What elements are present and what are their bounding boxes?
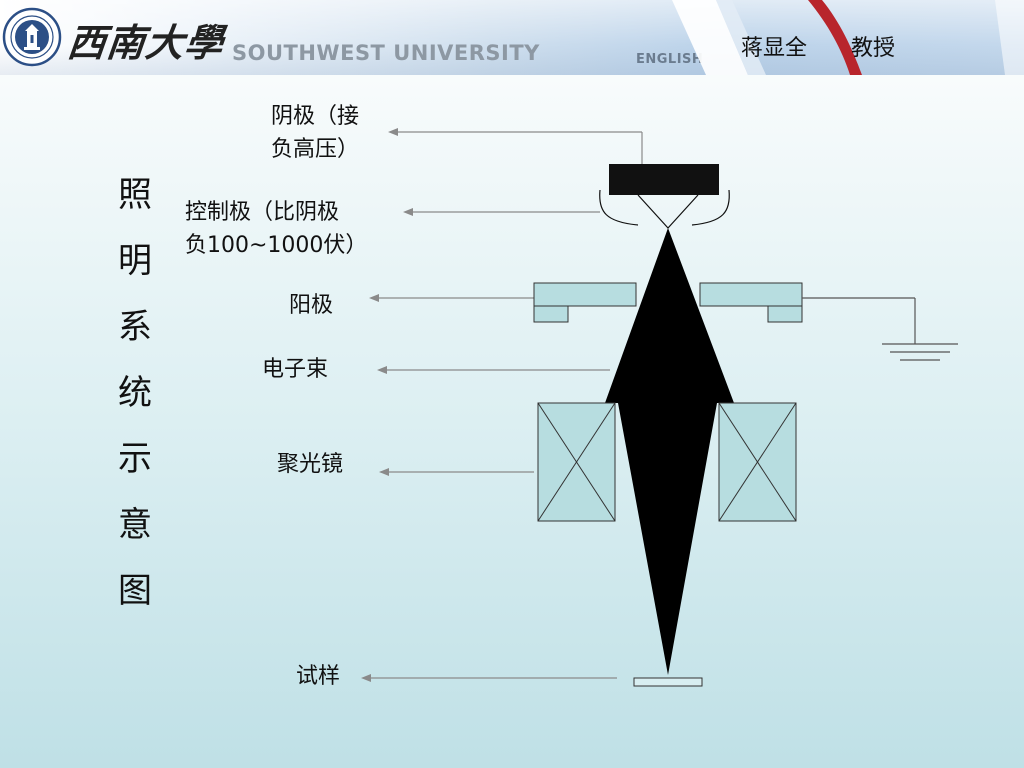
cathode [609, 164, 719, 195]
condenser-lens-left [537, 402, 616, 522]
anode-left-lip [533, 305, 569, 323]
english-link[interactable]: ENGLISH [636, 52, 704, 67]
label-anode: 阳极 [289, 293, 334, 318]
anode-left [533, 282, 637, 307]
title-char: 示 [118, 439, 152, 479]
header-swoosh [672, 0, 1024, 75]
anode-right [699, 282, 803, 307]
title-char: 系 [118, 307, 152, 347]
ground-icon [802, 297, 958, 361]
cathode-pointer [388, 128, 643, 165]
brand-name-english: SOUTHWEST UNIVERSITY [232, 41, 540, 65]
specimen-pointer [361, 674, 617, 682]
condenser-lens-right [718, 402, 797, 522]
condenser-pointer [379, 468, 534, 476]
electron-beam [605, 228, 734, 675]
beam-pointer [377, 366, 610, 374]
slide-title-vertical: 照 明 系 统 示 意 图 [112, 162, 158, 624]
label-condenser: 聚光镜 [277, 452, 344, 477]
author-name: 蒋显全 [741, 36, 808, 61]
label-control-grid: 控制极（比阴极 负100~1000伏） [185, 200, 368, 258]
title-char: 照 [118, 175, 152, 215]
label-electron-beam: 电子束 [262, 357, 329, 382]
title-char: 统 [118, 373, 152, 413]
specimen-plate [633, 677, 703, 687]
header-banner: 西南大學 SOUTHWEST UNIVERSITY ENGLISH 蒋显全 教授 [0, 0, 1024, 75]
label-specimen: 试样 [296, 664, 341, 689]
anode-right-lip [767, 305, 803, 323]
anode [533, 282, 803, 323]
title-char: 明 [118, 241, 152, 281]
university-seal-icon [2, 7, 62, 67]
control-grid [599, 189, 730, 229]
anode-pointer [369, 294, 534, 302]
author-title: 教授 [851, 36, 896, 61]
label-cathode: 阴极（接 负高压） [271, 104, 360, 162]
title-char: 意 [118, 505, 152, 545]
title-char: 图 [118, 571, 152, 611]
grid-pointer [403, 208, 600, 216]
pointer-lines [361, 128, 643, 682]
